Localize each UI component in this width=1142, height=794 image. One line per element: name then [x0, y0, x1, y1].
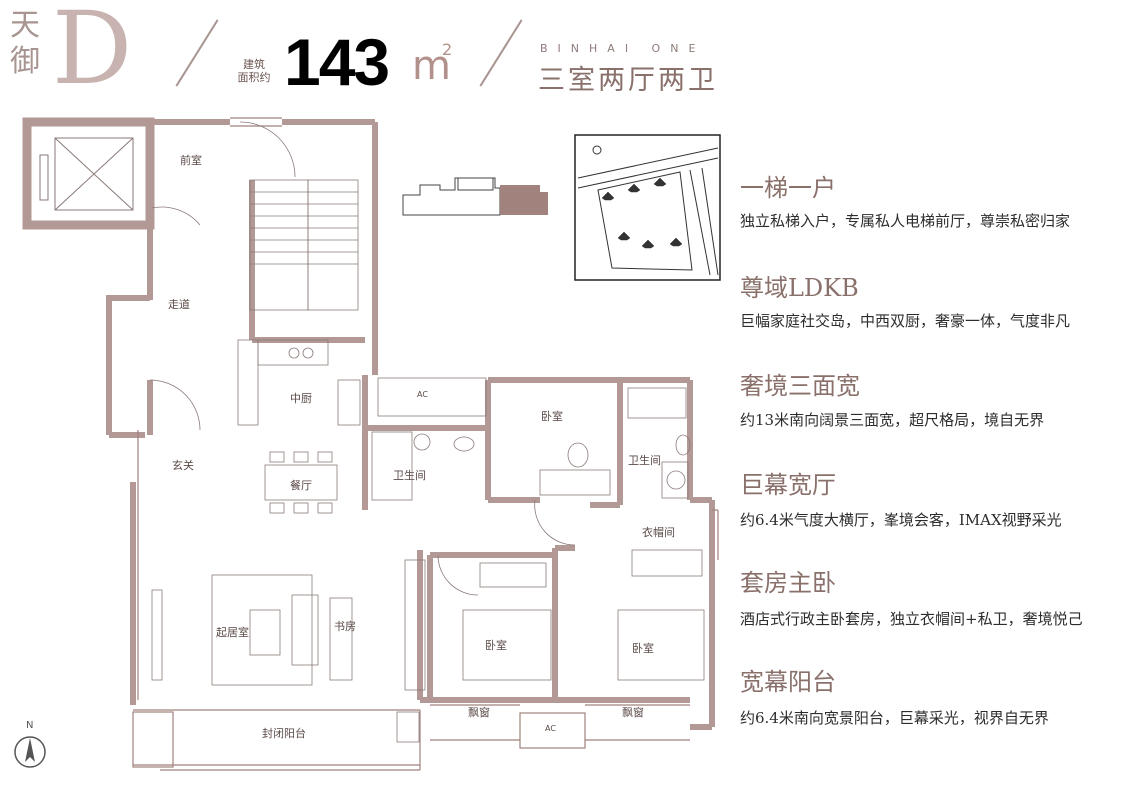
area-unit: m: [412, 43, 451, 89]
feature-title: 奢境三面宽: [740, 372, 860, 400]
feature-desc: 约6.4米南向宽景阳台，巨幕采光，视界自无界: [740, 709, 1049, 727]
layout-type: 三室两厅两卫: [538, 65, 718, 96]
room-label-entrance: 玄关: [172, 459, 194, 472]
area-label-line2: 面积约: [237, 71, 271, 84]
ac-unit-label: AC: [545, 724, 556, 733]
ac-unit-label: AC: [417, 390, 428, 399]
keyplan-highlight: [500, 185, 548, 215]
unit-letter: D: [52, 0, 133, 107]
north-arrow-icon: [14, 736, 46, 768]
area-label-line1: 建筑: [243, 58, 265, 71]
north-label: N: [26, 720, 34, 731]
room-label-front-hall: 前室: [180, 154, 202, 167]
brand-en: BINHAI ONE: [540, 42, 706, 55]
project-name: 天御: [10, 8, 40, 79]
room-label-bathroom-2: 卫生间: [628, 454, 661, 467]
feature-title: 套房主卧: [740, 569, 836, 597]
room-label-bedroom-3: 卧室: [632, 642, 654, 655]
site-plan-frame: [574, 134, 721, 281]
feature-title: 宽幕阳台: [740, 668, 836, 696]
room-label-chinese-kitchen: 中厨: [290, 392, 312, 405]
room-label-corridor: 走道: [168, 298, 190, 311]
feature-desc: 约13米南向阔景三面宽，超尺格局，境自无界: [740, 411, 1045, 429]
feature-desc: 约6.4米气度大横厅，峯境会客，IMAX视野采光: [740, 511, 1062, 529]
feature-title: 巨幕宽厅: [740, 471, 836, 499]
room-label-bathroom-1: 卫生间: [393, 469, 426, 482]
feature-desc: 巨幅家庭社交岛，中西双厨，奢豪一体，气度非凡: [740, 312, 1071, 330]
room-label-balcony: 封闭阳台: [262, 727, 306, 740]
room-label-bay-window-1: 飘窗: [468, 706, 490, 719]
elevator-shaft-wall: [22, 117, 155, 230]
feature-desc: 酒店式行政主卧套房，独立衣帽间+私卫，奢境悦己: [740, 610, 1083, 628]
elevator-car: [54, 137, 134, 211]
room-label-bedroom-1: 卧室: [541, 410, 563, 423]
feature-desc: 独立私梯入户，专属私人电梯前厅，尊崇私密归家: [740, 212, 1071, 230]
area-label: 建筑 面积约: [236, 58, 272, 84]
area-unit-sup: 2: [442, 40, 453, 59]
feature-title: 一梯一户: [740, 174, 836, 202]
room-label-living: 起居室: [216, 626, 249, 639]
room-label-dining: 餐厅: [290, 479, 312, 492]
room-label-study: 书房: [334, 620, 356, 633]
area-value: 143: [284, 25, 390, 99]
room-label-cloakroom: 衣帽间: [642, 526, 675, 539]
room-label-bay-window-2: 飘窗: [622, 706, 644, 719]
feature-title: 尊域LDKB: [740, 274, 859, 302]
room-label-bedroom-2: 卧室: [485, 639, 507, 652]
